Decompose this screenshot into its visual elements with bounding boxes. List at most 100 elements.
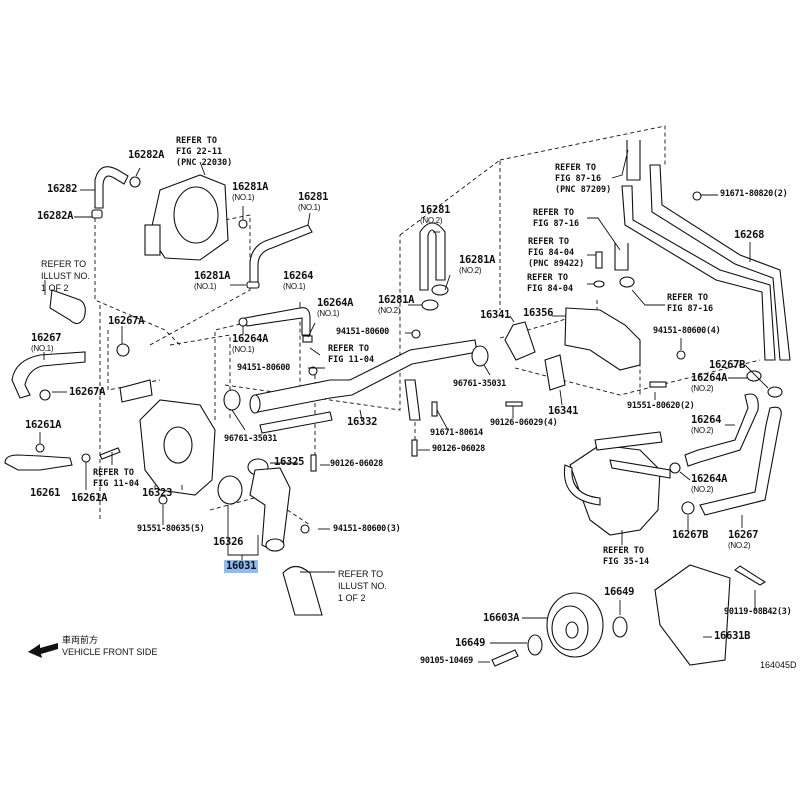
part-label-16282a: 16282A	[37, 210, 74, 222]
part-label-16323: 16323	[142, 487, 173, 499]
leader	[309, 347, 321, 356]
part-label-96761-35031: 96761-35031	[224, 434, 277, 444]
part-label-90126-06029: 90126-06029(4)	[490, 418, 558, 428]
part-label-94151-80600: 94151-80600	[336, 327, 389, 337]
clamp-16267b	[746, 370, 762, 382]
bolt-91671	[431, 401, 438, 417]
refer-note-fig-87-16: REFER TO FIG 87-16	[533, 208, 580, 229]
nut-94151	[411, 329, 421, 339]
part-label-16341: 16341	[548, 405, 579, 417]
hose-ref	[49, 289, 86, 325]
leader-dash	[94, 218, 181, 346]
leader	[587, 217, 621, 251]
part-label-16281a-no2: 16281A(NO.2)	[378, 294, 415, 316]
part-label-16341: 16341	[480, 309, 511, 321]
part-label-94151-80600-4: 94151-80600(4)	[653, 326, 721, 336]
refer-note-fig-11-04: REFER TO FIG 11-04	[93, 468, 140, 489]
leader	[631, 289, 665, 306]
leader-dash	[499, 314, 641, 395]
clamp-16267a	[39, 389, 51, 401]
leader	[444, 274, 451, 291]
stud-90126	[411, 439, 418, 457]
refer-note-fig-87-16: REFER TO FIG 87-16	[667, 293, 714, 314]
refer-note-fig-84-04: REFER TO FIG 84-04	[527, 273, 574, 294]
pulley-center	[565, 621, 579, 639]
part-label-96761-35031: 96761-35031	[453, 379, 506, 389]
throttle-bore	[173, 186, 219, 244]
part-label-16264a-no2: 16264A(NO.2)	[691, 473, 728, 495]
part-label-16261a: 16261A	[71, 492, 108, 504]
part-label-91551-80620: 91551-80620(2)	[627, 401, 695, 411]
clamp-16281a	[431, 284, 449, 296]
refer-note-fig-35-14: REFER TO FIG 35-14	[603, 546, 650, 567]
clamp-16267b	[681, 501, 695, 515]
refer-note-illust-left: REFER TO ILLUST NO. 1 OF 2	[41, 259, 90, 293]
part-label-16332: 16332	[347, 416, 378, 428]
leader	[611, 149, 629, 179]
part-label-94151-80600-3: 94151-80600(3)	[333, 524, 401, 534]
part-label-90105-10469: 90105-10469	[420, 656, 473, 666]
part-label-91551-80635: 91551-80635(5)	[137, 524, 205, 534]
part-label-16649: 16649	[455, 637, 486, 649]
housing-pipe	[119, 379, 153, 403]
part-label-16031-highlighted[interactable]: 16031	[224, 560, 259, 573]
leader	[231, 409, 246, 431]
part-label-16264-no1: 16264(NO.1)	[283, 270, 314, 292]
clamp-16264a	[302, 335, 313, 343]
part-label-16281-no2: 16281(NO.2)	[420, 204, 451, 226]
part-label-91671-80614: 91671-80614	[430, 428, 483, 438]
part-label-16267b: 16267B	[672, 529, 709, 541]
housing-port	[163, 426, 193, 464]
bolt-90119	[734, 565, 767, 586]
part-label-94151-80600: 94151-80600	[237, 363, 290, 373]
refer-note-illust-bottom: REFER TO ILLUST NO. 1 OF 2	[338, 569, 387, 603]
part-label-16631b: 16631B	[714, 630, 751, 642]
gasket-96761	[471, 345, 489, 367]
part-label-16281a-no1: 16281A(NO.1)	[232, 181, 269, 203]
leader	[135, 167, 141, 177]
clamp-16282a	[129, 176, 141, 188]
hose-16267-no2	[699, 406, 782, 516]
part-label-16268: 16268	[734, 229, 765, 241]
sensor-89422	[595, 251, 603, 269]
pipe-ref	[626, 140, 641, 181]
bolt	[99, 447, 121, 460]
clamp-16264a	[767, 386, 783, 398]
bolt-91551	[649, 381, 667, 388]
leader	[199, 161, 206, 176]
part-label-16603a: 16603A	[483, 612, 520, 624]
leader-dash	[399, 159, 501, 310]
part-label-16264-no2: 16264(NO.2)	[691, 414, 722, 436]
gasket-16326	[217, 475, 243, 505]
part-label-16282a: 16282A	[128, 149, 165, 161]
leader	[509, 315, 515, 323]
clamp-ref	[619, 276, 635, 288]
bolt-90105	[491, 649, 519, 667]
part-label-16281a-no2: 16281A(NO.2)	[459, 254, 496, 276]
part-label-16281a-no1: 16281A(NO.1)	[194, 270, 231, 292]
bracket-16341	[544, 354, 566, 391]
part-label-16281-no1: 16281(NO.1)	[298, 191, 329, 213]
housing-16356	[564, 307, 641, 371]
leader	[436, 409, 449, 431]
part-label-16325: 16325	[274, 456, 305, 468]
leader-dash	[499, 125, 666, 165]
clamp-16282a	[91, 209, 103, 219]
leader-16031	[227, 505, 259, 556]
pump-pipe	[594, 431, 663, 451]
part-label-16264a-no1: 16264A(NO.1)	[232, 333, 269, 355]
refer-note-pnc-89422: REFER TO FIG 84-04 (PNC 89422)	[528, 237, 585, 269]
leader	[307, 322, 316, 338]
part-label-16264a-no1: 16264A(NO.1)	[317, 297, 354, 319]
hose-16261	[4, 454, 73, 471]
part-label-16326: 16326	[213, 536, 244, 548]
nut-94151	[308, 366, 318, 376]
hose-ref-bottom	[282, 565, 323, 616]
thermostat-outlet	[265, 538, 285, 552]
bracket-16341	[504, 321, 536, 361]
part-label-90126-06028: 90126-06028	[330, 459, 383, 469]
washer-16649	[612, 616, 628, 638]
vehicle-front-english: VEHICLE FRONT SIDE	[62, 647, 158, 657]
